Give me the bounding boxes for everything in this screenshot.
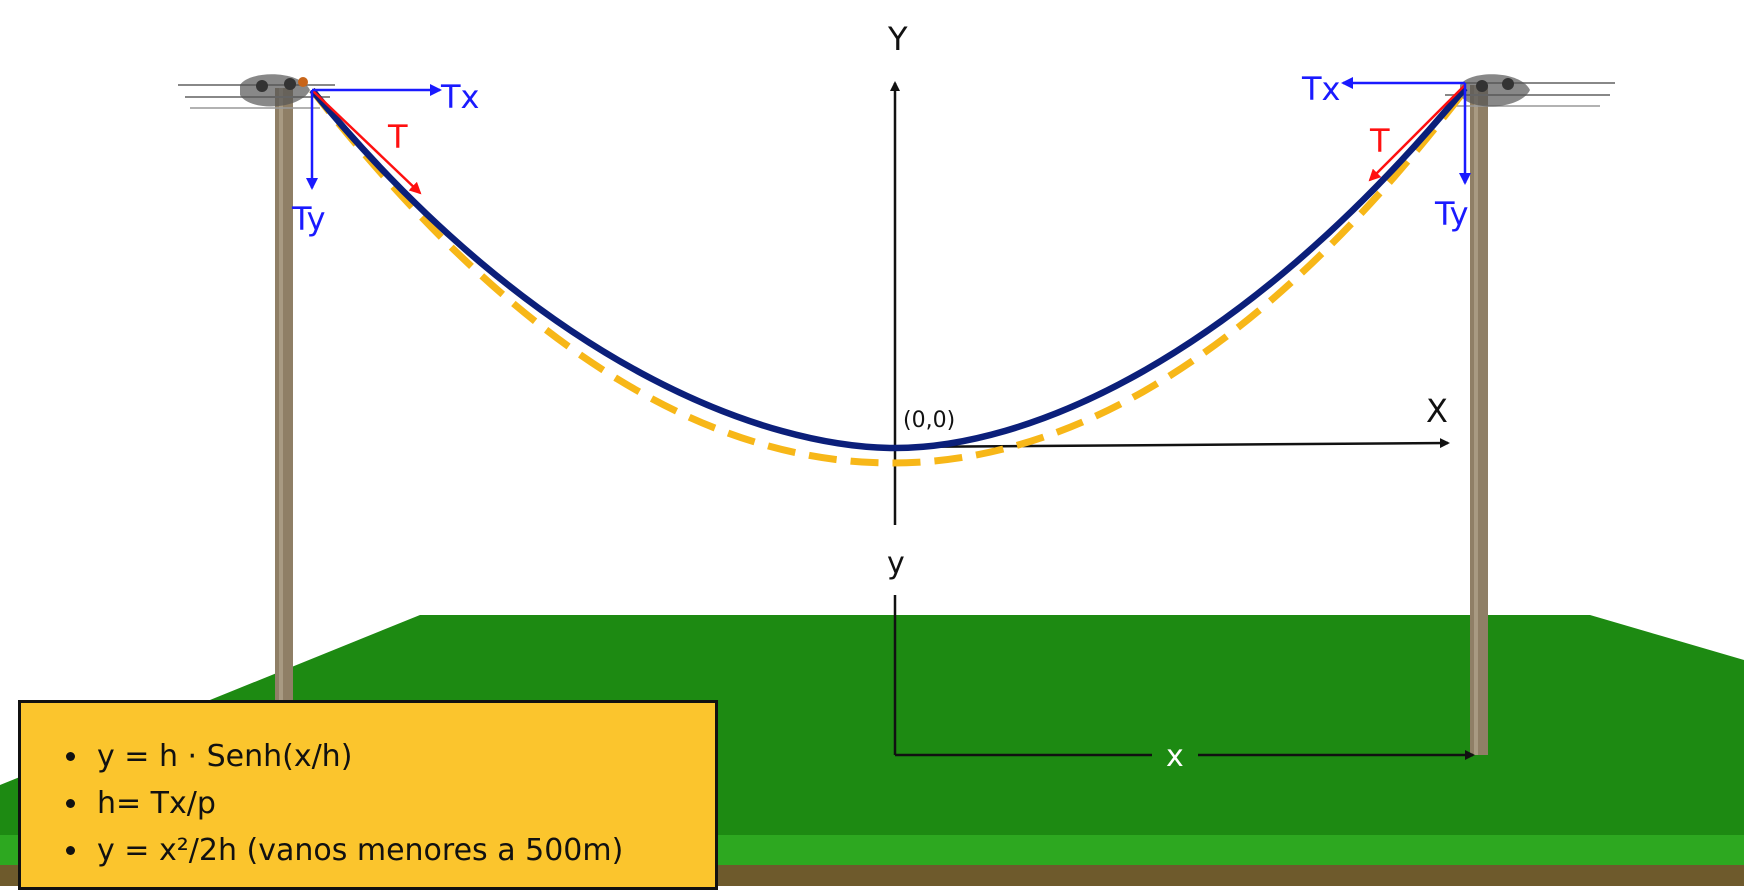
formula-box: y = h · Senh(x/h) h= Tx/p y = x²/2h (van… <box>18 700 718 890</box>
dim-y-label: y <box>887 546 905 581</box>
left-force-vectors: T Tx Ty <box>291 78 479 238</box>
tx-label-right: Tx <box>1301 70 1340 108</box>
catenary-cable <box>309 85 1468 452</box>
tx-label-left: Tx <box>440 78 479 116</box>
x-axis-label: X <box>1426 392 1448 430</box>
tension-label-left: T <box>387 118 408 156</box>
dim-x-label: x <box>1166 739 1184 774</box>
y-axis-label: Y <box>887 20 908 58</box>
tension-arrow-left <box>311 89 422 195</box>
left-pole-shaft <box>275 88 293 728</box>
coordinate-axes: Y X (0,0) <box>887 20 1450 525</box>
left-pole <box>178 74 335 728</box>
origin-label: (0,0) <box>903 408 955 433</box>
formula-parabola: y = x²/2h (vanos menores a 500m) <box>91 827 715 874</box>
right-pole-shaft <box>1470 85 1488 755</box>
tension-label-right: T <box>1369 122 1390 160</box>
right-pole <box>1440 74 1615 755</box>
ty-label-right: Ty <box>1434 195 1469 233</box>
right-force-vectors: T Tx Ty <box>1301 70 1471 233</box>
tension-arrow-right <box>1368 84 1466 182</box>
ty-label-left: Ty <box>291 200 326 238</box>
formula-catenary: y = h · Senh(x/h) <box>91 733 715 780</box>
formula-list: y = h · Senh(x/h) h= Tx/p y = x²/2h (van… <box>21 703 715 874</box>
parabola-approximation <box>309 87 1468 467</box>
x-axis-arrow <box>894 438 1450 449</box>
formula-parameter-h: h= Tx/p <box>91 780 715 827</box>
dimension-lines: y x <box>887 546 1475 774</box>
